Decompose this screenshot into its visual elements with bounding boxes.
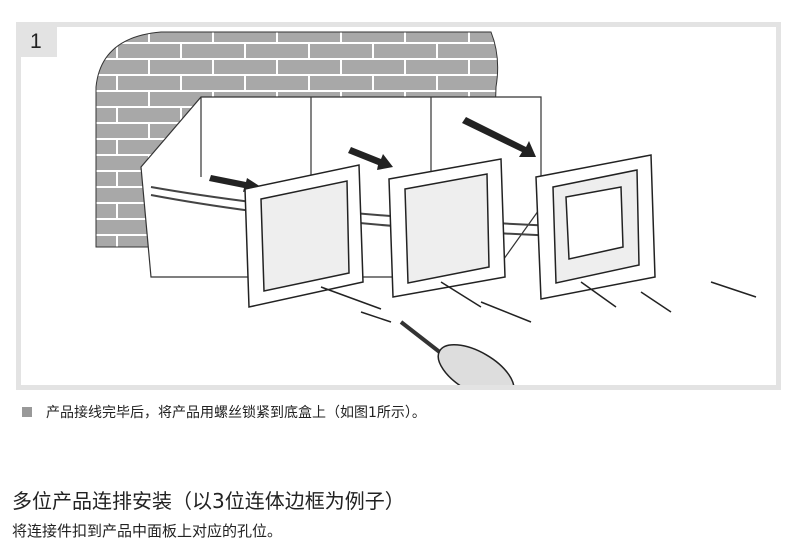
figure-1: 1 <box>16 22 781 390</box>
section-text: 将连接件扣到产品中面板上对应的孔位。 <box>12 522 283 540</box>
bullet-square-icon <box>22 407 32 417</box>
section-heading: 多位产品连排安装（以3位连体边框为例子） <box>12 489 405 513</box>
figure-number: 1 <box>21 27 57 57</box>
caption-text: 产品接线完毕后，将产品用螺丝锁紧到底盒上（如图1所示）。 <box>46 405 426 421</box>
installation-illustration <box>95 31 757 385</box>
switch-frames <box>244 154 656 308</box>
screws <box>320 281 757 323</box>
figure-caption: 产品接线完毕后，将产品用螺丝锁紧到底盒上（如图1所示）。 <box>22 402 426 422</box>
screwdriver-icon <box>399 320 515 385</box>
